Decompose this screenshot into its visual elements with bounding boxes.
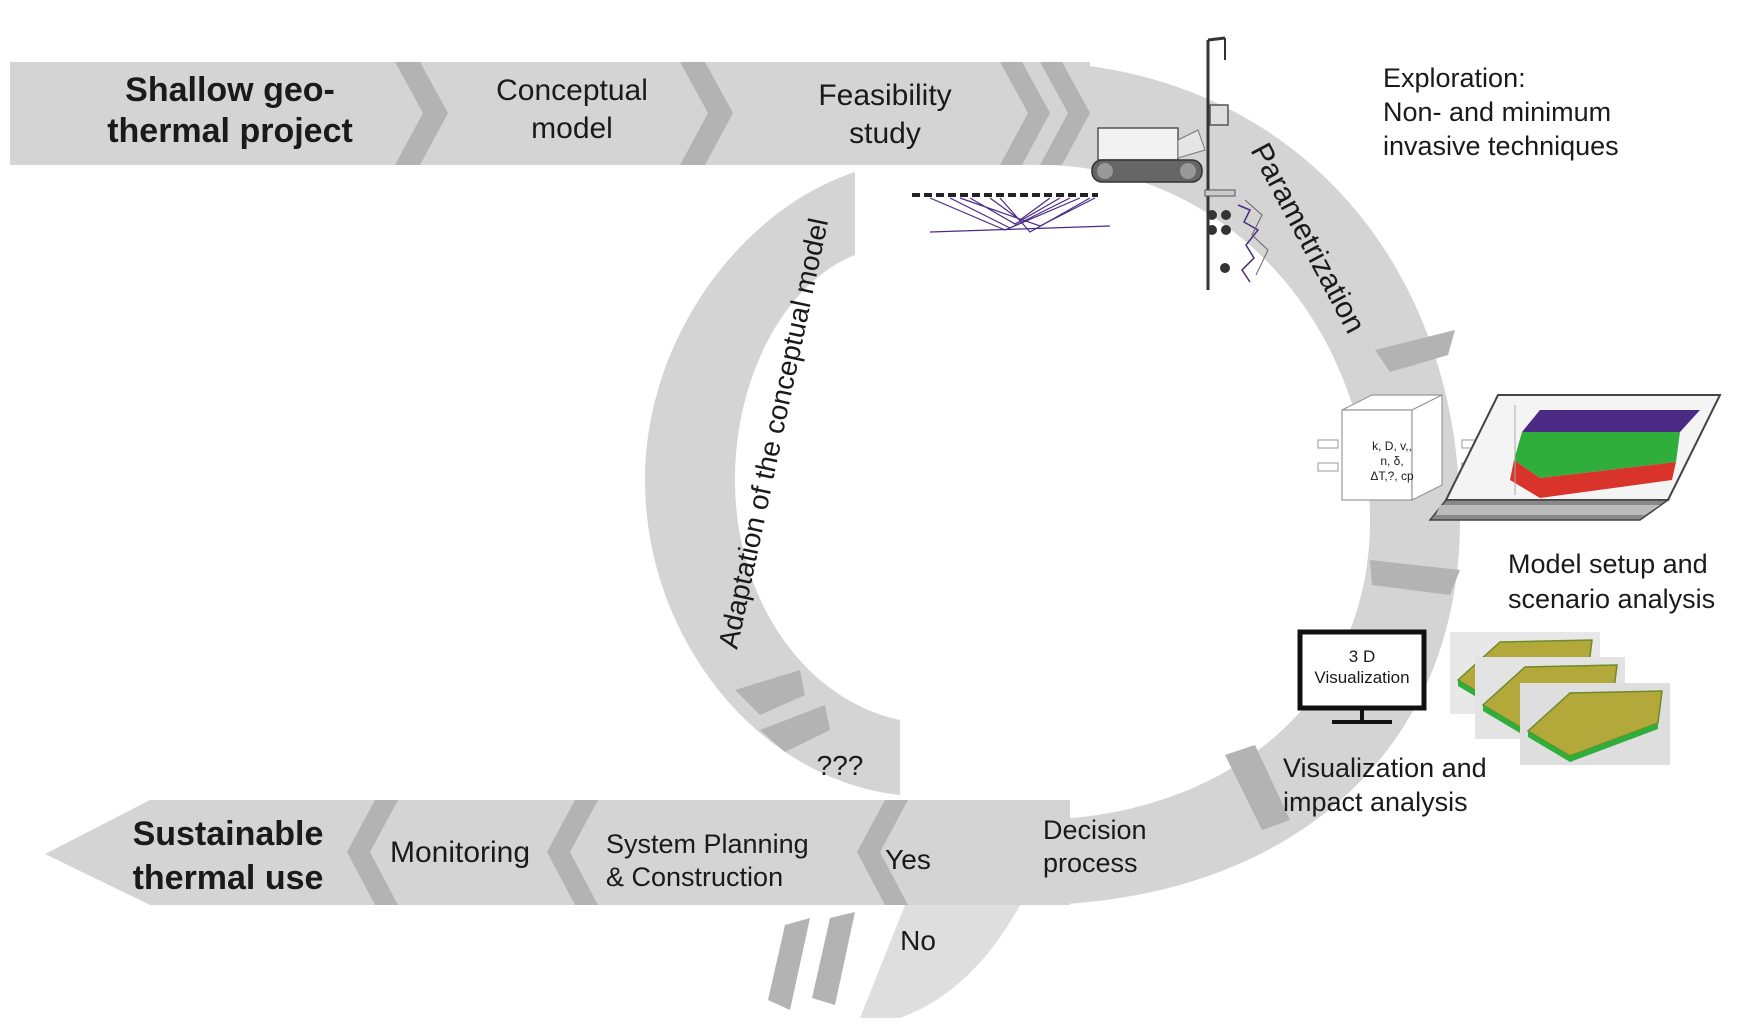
end-title-line2: thermal use: [133, 859, 324, 897]
system-planning-label-line1: System Planning: [606, 829, 809, 859]
system-planning-label-line2: & Construction: [606, 862, 783, 892]
top-band: [10, 62, 1090, 165]
unknown-outcome-label: ???: [817, 750, 864, 781]
chevron-inner-2: [760, 705, 830, 752]
decision-process-label-line2: process: [1043, 848, 1138, 878]
conceptual-model-label-line2: model: [531, 112, 613, 145]
model-setup-label-line2: scenario analysis: [1508, 584, 1715, 614]
exploration-label-line1: Exploration:: [1383, 63, 1526, 93]
chevron-bottom-1: [857, 800, 908, 905]
parameter-text-line1: k, D, v,,: [1372, 439, 1412, 453]
chevron-bottom-2: [547, 800, 598, 905]
monitoring-label: Monitoring: [390, 836, 530, 869]
chevron-top-1: [395, 62, 448, 165]
exploration-label-line2: Non- and minimum: [1383, 97, 1611, 127]
chevron-top-3: [1000, 62, 1050, 165]
chevron-loop-right-1: [1375, 330, 1455, 372]
conceptual-model-label-line1: Conceptual: [496, 74, 648, 107]
model-layer-middle: [1514, 432, 1680, 478]
model-setup-label-line1: Model setup and: [1508, 549, 1708, 579]
yes-label: Yes: [885, 844, 931, 875]
monitor-label-line2: Visualization: [1314, 668, 1409, 687]
feasibility-study-label-line2: study: [849, 117, 921, 150]
chevron-inner-1: [735, 670, 805, 715]
chevron-bottom-3: [347, 800, 398, 905]
visualization-label-line1: Visualization and: [1283, 753, 1487, 783]
model-layer-top: [1522, 410, 1700, 432]
chevron-top-4: [1040, 62, 1090, 165]
terrain-snapshots: [1450, 632, 1670, 765]
chevrons: [347, 62, 1460, 1010]
end-title-line1: Sustainable: [133, 815, 324, 853]
chevron-top-2: [680, 62, 733, 165]
visualization-label-line2: impact analysis: [1283, 787, 1468, 817]
chevron-loop-right-2: [1370, 560, 1460, 595]
no-label: No: [900, 925, 936, 956]
exploration-illustration: [912, 36, 1269, 290]
exploration-label-line3: invasive techniques: [1383, 131, 1619, 161]
chevron-no-2: [812, 912, 855, 1005]
start-title-line1: Shallow geo-: [125, 71, 335, 109]
decision-process-label-line1: Decision: [1043, 815, 1147, 845]
parameter-text-line3: ΔT,?, cp: [1370, 469, 1414, 483]
feasibility-study-label-line1: Feasibility: [818, 79, 951, 112]
laptop-model-illustration: [1428, 394, 1722, 521]
monitor-label-line1: 3 D: [1349, 647, 1375, 666]
parameter-cube: [1317, 394, 1487, 501]
start-title-line2: thermal project: [107, 112, 353, 150]
chevron-no-1: [768, 918, 810, 1010]
monitor-icon: [1297, 629, 1427, 724]
model-layer-bottom: [1510, 460, 1676, 498]
chevron-loop-bottom-right: [1225, 745, 1290, 830]
parameter-text-line2: n, δ,: [1380, 454, 1403, 468]
